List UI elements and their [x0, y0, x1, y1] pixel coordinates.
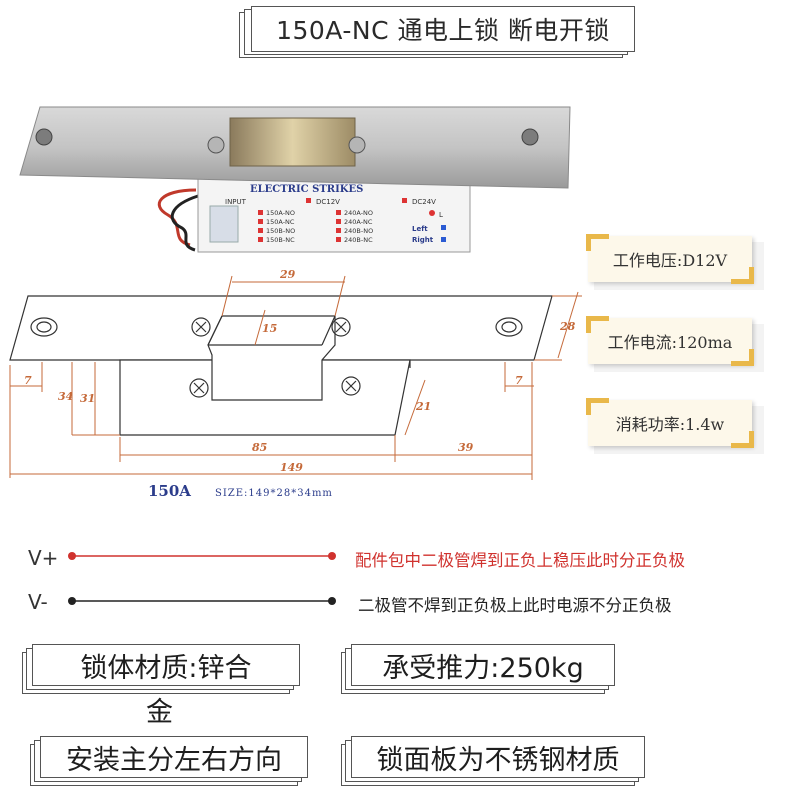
label-right: Right: [412, 236, 434, 244]
wire-minus-line: [68, 597, 336, 605]
spec-power: 消耗功率:1.4w: [586, 398, 764, 454]
svg-text:240A-NO: 240A-NO: [344, 209, 373, 217]
model-name: 150A: [148, 482, 191, 500]
label-models-left: 150A-NO 150A-NC 150B-NO 150B-NC: [258, 209, 295, 244]
label-L: L: [439, 211, 443, 219]
dim-side: 28: [559, 320, 576, 333]
feature-panel: 锁面板为不锈钢材质: [341, 736, 651, 788]
label-models-right: 240A-NO 240A-NC 240B-NO 240B-NC: [336, 209, 373, 244]
wire-plus-label: V+: [28, 546, 59, 570]
svg-text:150A-NC: 150A-NC: [266, 218, 295, 226]
size-label: SIZE:149*28*34mm: [215, 488, 333, 499]
dim-h21: 21: [415, 400, 431, 413]
dim-right-edge: 7: [515, 374, 523, 387]
dim-top-width: 29: [279, 268, 296, 281]
dim-slot: 15: [262, 322, 277, 335]
dim-left-edge: 7: [24, 374, 32, 387]
svg-text:150B-NC: 150B-NC: [266, 236, 295, 244]
label-dc12: DC12V: [316, 198, 340, 206]
product-photo: ELECTRIC STRIKES INPUT DC12V DC24V 150A-…: [19, 106, 571, 253]
dim-h34: 34: [58, 390, 73, 403]
dimension-drawing: 29 15 28 7 7 34 31 21 85 39 149 150A SIZ…: [9, 268, 582, 500]
feature-thrust: 承受推力:250kg: [341, 644, 621, 696]
label-input: INPUT: [225, 198, 247, 206]
dim-total: 149: [280, 461, 303, 474]
feature-material: 锁体材质:锌合: [22, 644, 302, 696]
spec-voltage: 工作电压:D12V: [586, 234, 764, 290]
svg-text:240B-NC: 240B-NC: [344, 236, 373, 244]
page-title: 150A-NC 通电上锁 断电开锁: [276, 16, 610, 45]
title-box: 150A-NC 通电上锁 断电开锁: [239, 6, 639, 62]
feature-material-wrap: 金: [146, 697, 173, 728]
spec-current: 工作电流:120ma: [586, 316, 764, 372]
label-left: Left: [412, 225, 428, 233]
wire-plus-note: 配件包中二极管焊到正负上稳压此时分正负极: [355, 551, 685, 570]
label-dc24: DC24V: [412, 198, 436, 206]
wire-minus-note: 二极管不焊到正负极上此时电源不分正负极: [358, 596, 672, 615]
svg-text:150B-NO: 150B-NO: [266, 227, 295, 235]
svg-text:240B-NO: 240B-NO: [344, 227, 373, 235]
dim-right-len: 39: [458, 441, 474, 454]
label-brand: ELECTRIC STRIKES: [250, 184, 363, 195]
svg-text:240A-NC: 240A-NC: [344, 218, 373, 226]
wire-minus-label: V-: [28, 590, 48, 614]
dim-body: 85: [252, 441, 267, 454]
wire-plus-line: [68, 552, 336, 560]
svg-text:150A-NO: 150A-NO: [266, 209, 295, 217]
dim-h31: 31: [80, 392, 95, 405]
feature-install: 安装主分左右方向: [30, 736, 310, 788]
